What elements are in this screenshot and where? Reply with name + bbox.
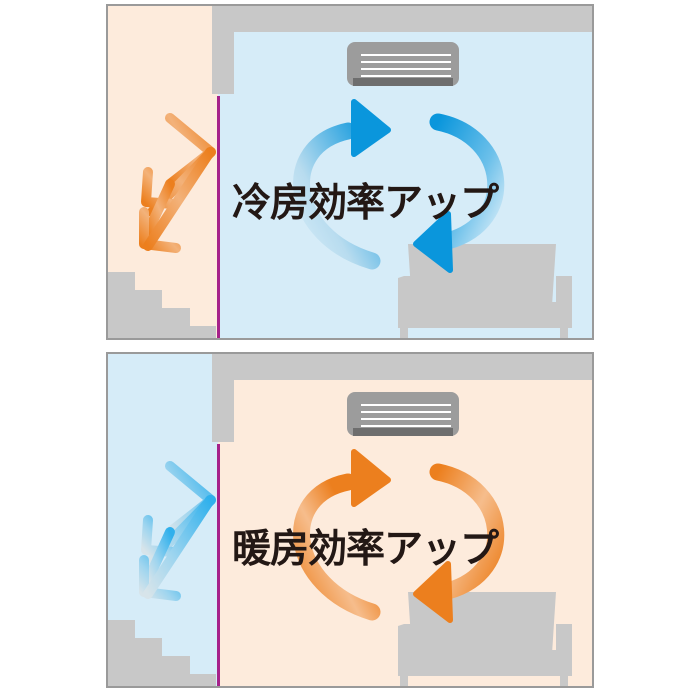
circulation-arrows-icon: [293, 449, 505, 623]
wall: [212, 6, 592, 94]
stairs: [108, 272, 216, 338]
circulation-arrows-icon: [293, 99, 505, 273]
cooling-panel: 冷房効率アップ: [106, 4, 594, 340]
stairs: [108, 620, 216, 686]
cooling-caption: 冷房効率アップ: [232, 181, 499, 226]
heating-caption: 暖房効率アップ: [232, 527, 499, 572]
heat-leak-arrows-icon: [139, 113, 216, 253]
cold-leak-arrows-icon: [139, 461, 216, 601]
sofa-icon: [398, 244, 572, 338]
wall: [212, 354, 592, 442]
cooling-illustration: [108, 6, 592, 338]
partition-line: [217, 444, 220, 686]
sofa-icon: [398, 592, 572, 686]
partition-line: [217, 96, 220, 338]
heating-panel: 暖房効率アップ: [106, 352, 594, 688]
air-conditioner-icon: [347, 42, 459, 86]
heating-illustration: [108, 354, 592, 686]
air-conditioner-icon: [347, 392, 459, 436]
